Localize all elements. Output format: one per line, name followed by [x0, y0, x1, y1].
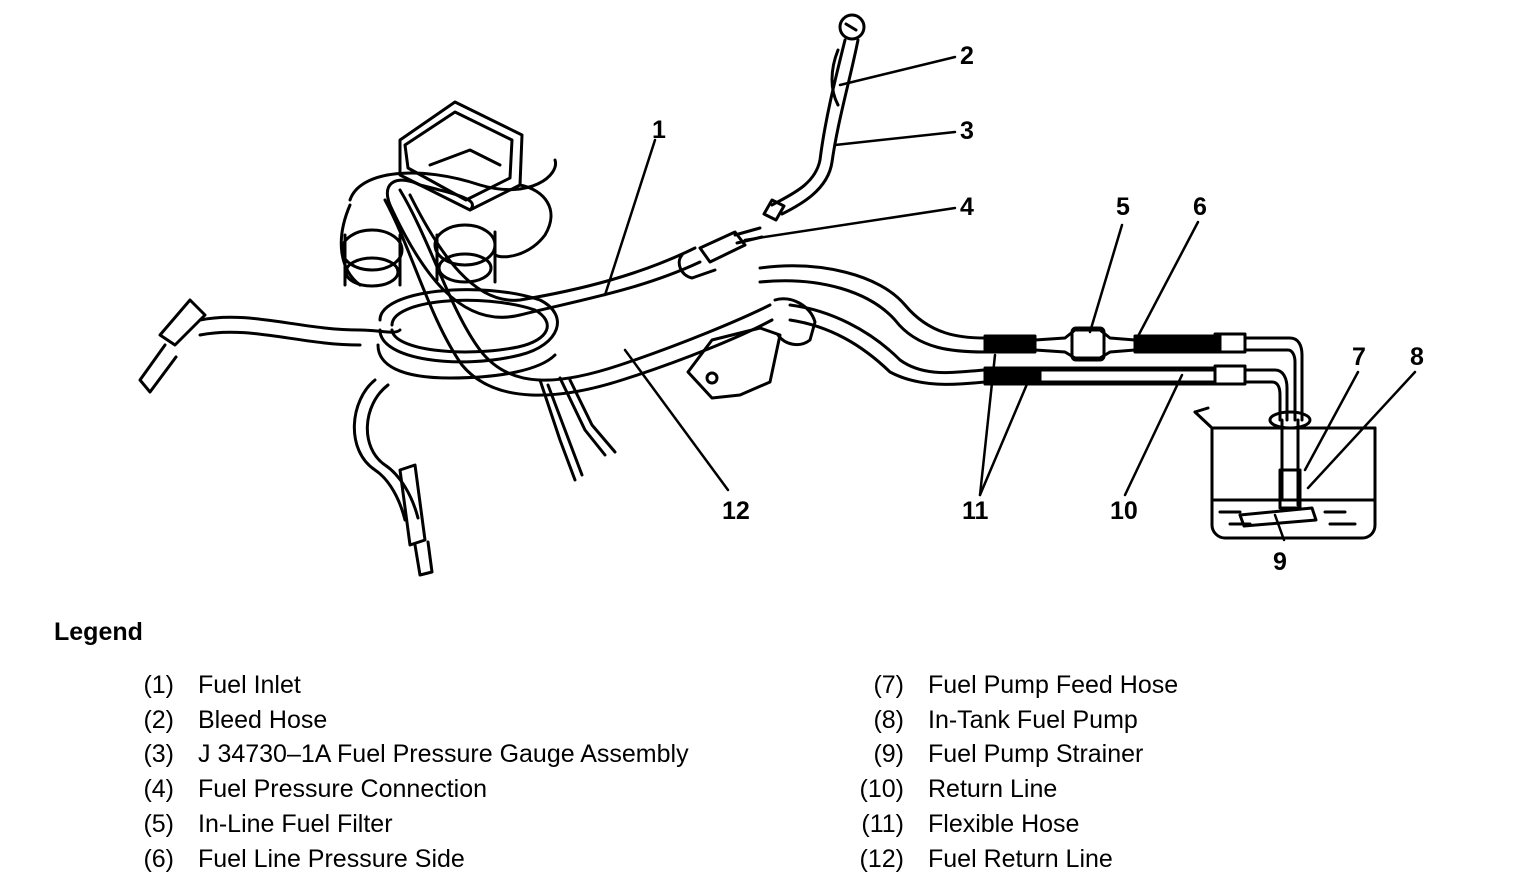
legend-item-label: In-Tank Fuel Pump	[928, 705, 1138, 734]
fuel-lines-to-tank	[758, 264, 1304, 422]
callout-5: 5	[1116, 193, 1130, 221]
legend-item-number: (1)	[143, 670, 174, 699]
legend-item-number: (2)	[143, 705, 174, 734]
callout-1: 1	[652, 116, 666, 144]
legend-item: (1) Fuel Inlet	[110, 668, 689, 703]
callout-11: 11	[962, 497, 989, 525]
legend-item: (11) Flexible Hose	[840, 807, 1178, 842]
legend-item-number: (7)	[873, 670, 904, 699]
throttle-body-drawing	[339, 100, 557, 288]
callout-4: 4	[960, 193, 974, 221]
legend-item-label: Fuel Return Line	[928, 844, 1113, 873]
legend-item: (12) Fuel Return Line	[840, 842, 1178, 877]
legend-item-number: (6)	[143, 844, 174, 873]
legend-item-label: Fuel Line Pressure Side	[198, 844, 465, 873]
legend-column-right: (7) Fuel Pump Feed Hose (8) In-Tank Fuel P…	[840, 668, 1179, 877]
legend-item-label: Return Line	[928, 775, 1058, 804]
legend-item-label: Fuel Pump Feed Hose	[928, 670, 1179, 699]
fuel-tank-drawing	[1193, 406, 1377, 540]
fuel-system-diagram: 1 2 3 4 5 6 7 8 9 10 11 12	[138, 13, 1424, 577]
legend-item: (3) J 34730–1A Fuel Pressure Gauge Assemb…	[110, 738, 689, 773]
electrical-harness-drawing	[138, 298, 617, 577]
callout-9: 9	[1273, 548, 1287, 576]
legend-item: (2) Bleed Hose	[110, 703, 689, 738]
legend-item-number: (9)	[873, 740, 904, 769]
legend-item: (10) Return Line	[840, 772, 1178, 807]
callout-7: 7	[1352, 343, 1366, 371]
legend-item: (6) Fuel Line Pressure Side	[110, 842, 689, 877]
callout-10: 10	[1110, 497, 1138, 525]
legend-item: (5) In-Line Fuel Filter	[110, 807, 689, 842]
callout-12: 12	[722, 497, 750, 525]
fuel-inlet-line	[385, 178, 702, 319]
callout-6: 6	[1193, 193, 1207, 221]
legend-item-label: Fuel Inlet	[198, 670, 301, 699]
legend-column-left: (1) Fuel Inlet (2) Bleed Hose (3) J 34730–1…	[110, 668, 689, 877]
callout-8: 8	[1410, 343, 1424, 371]
legend-item-number: (11)	[861, 810, 904, 839]
fuel-return-line	[383, 188, 774, 397]
legend-item-label: Flexible Hose	[928, 810, 1080, 839]
legend-item-label: Fuel Pressure Connection	[198, 775, 488, 804]
callout-leader-lines	[603, 55, 1417, 542]
legend-item-label: Fuel Pump Strainer	[928, 740, 1144, 769]
legend-item-label: J 34730–1A Fuel Pressure Gauge Assembly	[198, 740, 689, 769]
legend-item: (8) In-Tank Fuel Pump	[840, 703, 1178, 738]
callout-labels: 1 2 3 4 5 6 7 8 9 10 11 12	[652, 42, 1424, 576]
legend-item-number: (12)	[859, 844, 904, 873]
callout-3: 3	[960, 117, 974, 145]
legend-item: (9) Fuel Pump Strainer	[840, 738, 1178, 773]
legend-item: (4) Fuel Pressure Connection	[110, 772, 689, 807]
legend-item-number: (10)	[859, 775, 904, 804]
legend-item-label: In-Line Fuel Filter	[198, 810, 393, 839]
legend-title: Legend	[54, 618, 143, 646]
legend-item-label: Bleed Hose	[198, 705, 328, 734]
mounting-bracket-drawing	[686, 297, 817, 400]
callout-2: 2	[960, 42, 974, 70]
legend-item-number: (8)	[873, 705, 904, 734]
fuel-pressure-fitting-drawing	[677, 226, 764, 280]
legend-item-number: (5)	[143, 810, 174, 839]
gauge-assembly-drawing	[762, 13, 866, 222]
legend-item: (7) Fuel Pump Feed Hose	[840, 668, 1178, 703]
legend-item-number: (3)	[143, 740, 174, 769]
legend-item-number: (4)	[143, 775, 174, 804]
